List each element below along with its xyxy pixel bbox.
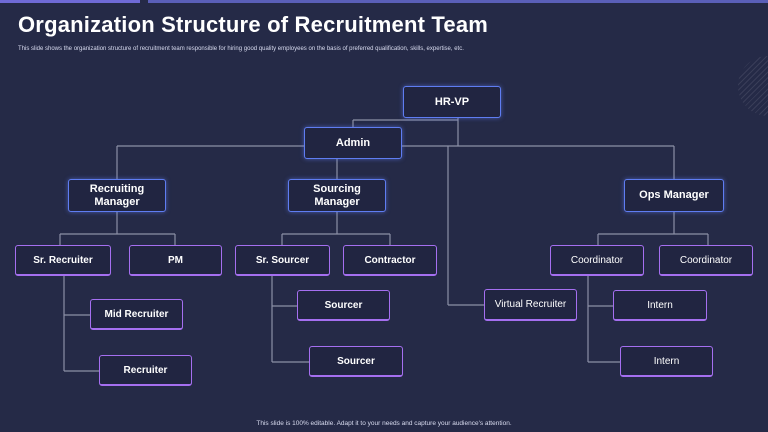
- node-sourcer-1: Sourcer: [297, 290, 390, 321]
- node-recruiting-manager: Recruiting Manager: [68, 179, 166, 212]
- slide-subtitle: This slide shows the organization struct…: [18, 46, 464, 52]
- node-mid-recruiter: Mid Recruiter: [90, 299, 183, 330]
- node-ops-manager: Ops Manager: [624, 179, 724, 212]
- node-virtual-recruiter: Virtual Recruiter: [484, 289, 577, 321]
- node-intern-2: Intern: [620, 346, 713, 377]
- node-intern-1: Intern: [613, 290, 707, 321]
- node-recruiter: Recruiter: [99, 355, 192, 386]
- top-accent-bar-long: [148, 0, 768, 3]
- node-sr-sourcer: Sr. Sourcer: [235, 245, 330, 276]
- node-hr-vp: HR-VP: [403, 86, 501, 118]
- slide-footer: This slide is 100% editable. Adapt it to…: [256, 420, 512, 427]
- node-pm: PM: [129, 245, 222, 276]
- node-sourcer-2: Sourcer: [309, 346, 403, 377]
- node-coordinator-1: Coordinator: [550, 245, 644, 276]
- node-sr-recruiter: Sr. Recruiter: [15, 245, 111, 276]
- node-coordinator-2: Coordinator: [659, 245, 753, 276]
- top-accent-bar: [0, 0, 140, 3]
- node-contractor: Contractor: [343, 245, 437, 276]
- node-sourcing-manager: Sourcing Manager: [288, 179, 386, 212]
- node-admin: Admin: [304, 127, 402, 159]
- slide-title: Organization Structure of Recruitment Te…: [18, 12, 489, 37]
